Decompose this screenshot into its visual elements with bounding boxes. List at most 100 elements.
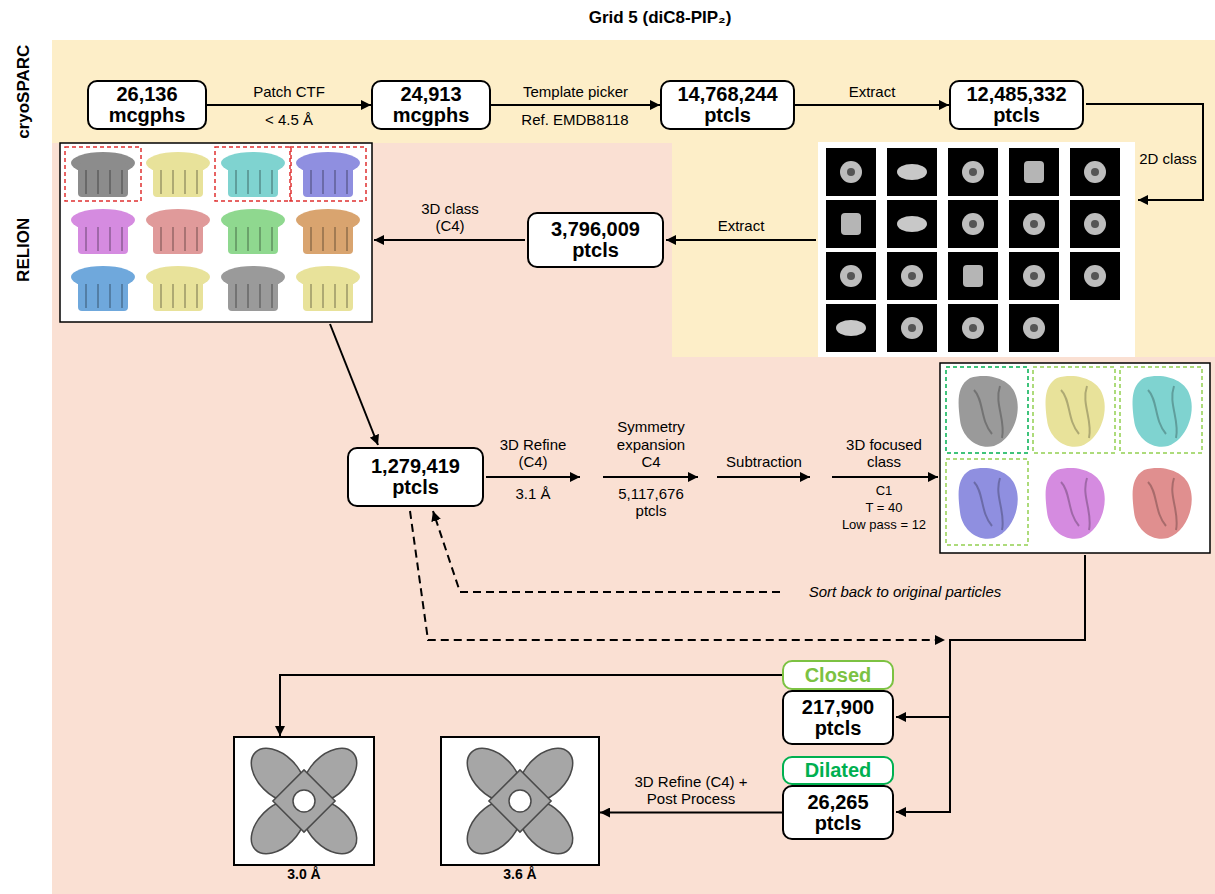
node-text: Dilated <box>788 760 888 781</box>
subunit-map <box>1046 468 1105 539</box>
class-average <box>948 252 998 300</box>
class-average <box>826 148 876 196</box>
class-average <box>826 252 876 300</box>
selection-box <box>946 459 1028 545</box>
count-box: 24,913 mcgphs <box>371 80 491 130</box>
step-label: 2D class <box>1139 150 1197 167</box>
dashed-arrow <box>433 511 780 592</box>
selection-box <box>1033 367 1115 453</box>
state-tag: Closed <box>782 660 894 690</box>
step-label: Extract <box>718 217 765 234</box>
density-map <box>146 266 210 311</box>
density-map <box>296 152 360 197</box>
step-label: 3D focused class <box>843 436 925 471</box>
density-map <box>221 152 285 197</box>
map-panel: 3.6 Å <box>440 736 600 866</box>
density-map <box>296 209 360 254</box>
flow-arrow <box>603 476 698 478</box>
flow-arrow <box>896 716 950 718</box>
density-map <box>296 266 360 311</box>
class-average <box>887 200 937 248</box>
step-label: C1 <box>876 484 893 499</box>
final-map <box>241 738 367 864</box>
class-average <box>887 304 937 352</box>
class-average <box>887 252 937 300</box>
class2d-panel <box>818 142 1135 357</box>
step-label: 5,117,676 ptcls <box>613 485 689 520</box>
flow-connector <box>491 104 660 106</box>
resolution-label: 3.0 Å <box>235 866 373 882</box>
flow-arrow <box>374 239 525 241</box>
class-average <box>1070 252 1120 300</box>
count-box: 26,136 mcgphs <box>87 80 207 130</box>
class-average <box>1070 200 1120 248</box>
selection-box <box>946 367 1028 453</box>
dashed-arrow <box>410 511 945 640</box>
count-box: 1,279,419 ptcls <box>347 447 484 507</box>
density-map <box>221 266 285 311</box>
selection-box <box>65 147 141 201</box>
flow-arrow <box>717 476 810 478</box>
state-tag: Dilated <box>782 756 894 785</box>
node-text: 26,265 ptcls <box>788 792 888 834</box>
class-average <box>1009 200 1059 248</box>
class-average <box>887 148 937 196</box>
count-box: 26,265 ptcls <box>782 785 894 840</box>
map-panel-ground <box>233 736 375 866</box>
subunit-map <box>1133 376 1192 447</box>
node-text: 24,913 mcgphs <box>377 84 485 126</box>
node-text: 1,279,419 ptcls <box>353 456 478 498</box>
class-average <box>1009 304 1059 352</box>
subunit-map <box>959 468 1018 539</box>
count-box: 14,768,244 ptcls <box>660 80 795 130</box>
step-label: T = 40 <box>866 501 903 516</box>
class-average <box>826 304 876 352</box>
class-average <box>1009 148 1059 196</box>
count-box: 12,485,332 ptcls <box>949 80 1084 130</box>
class-average <box>948 148 998 196</box>
node-text: 14,768,244 ptcls <box>666 84 789 126</box>
step-label: 3D Refine (C4) <box>495 436 571 471</box>
step-label: Symmetry expansion C4 <box>608 418 694 470</box>
edge-label: Extract <box>849 83 896 100</box>
class-average <box>948 304 998 352</box>
class-average <box>1070 148 1120 196</box>
selection-box <box>1120 367 1202 453</box>
subunit-map <box>959 376 1018 447</box>
selection-box <box>290 147 366 201</box>
flow-connector <box>600 812 782 814</box>
node-text: 3,796,009 ptcls <box>533 219 658 261</box>
step-label: Subtraction <box>726 453 802 470</box>
step-label: Sort back to original particles <box>809 583 1002 600</box>
subunit-map <box>1133 468 1192 539</box>
step-label: Ref. EMDB8118 <box>521 111 628 128</box>
flow-connector <box>280 675 782 736</box>
flow-arrow <box>666 239 816 241</box>
density-map <box>71 209 135 254</box>
resolution-label: 3.6 Å <box>442 866 598 882</box>
software-label: cryoSPARC <box>14 45 34 139</box>
density-map <box>146 209 210 254</box>
class-average <box>948 200 998 248</box>
flow-arrow <box>832 476 938 478</box>
flow-arrow <box>486 476 580 478</box>
step-label: < 4.5 Å <box>265 111 313 128</box>
node-text: Closed <box>788 665 888 686</box>
density-map <box>71 266 135 311</box>
map-panel-ground <box>440 736 600 866</box>
flow-connector <box>207 104 371 106</box>
class3d-panel <box>60 143 372 322</box>
flow-arrow <box>330 324 378 445</box>
selection-box <box>215 147 291 201</box>
diagram-title: Grid 5 (diC8-PIP₂) <box>589 8 732 28</box>
class-average <box>826 200 876 248</box>
count-box: 3,796,009 ptcls <box>527 212 664 268</box>
node-text: 217,900 ptcls <box>788 697 888 739</box>
edge-label: 3D Refine (C4) + Post Process <box>631 773 751 808</box>
step-label: 3D class (C4) <box>414 200 486 235</box>
count-box: 217,900 ptcls <box>782 690 894 745</box>
map-panel: 3.0 Å <box>233 736 375 866</box>
